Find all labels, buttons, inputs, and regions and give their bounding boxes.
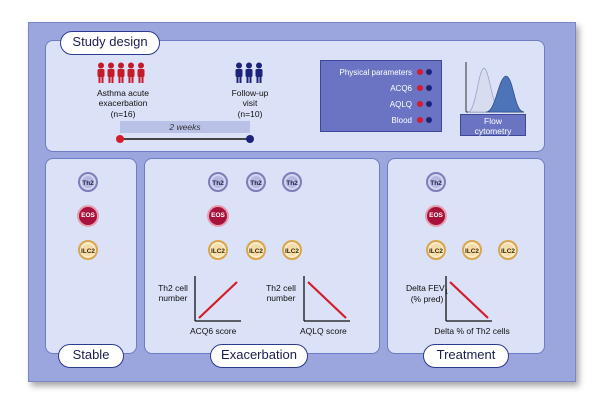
aqlq-navy-dot [426,101,432,107]
exacerbation-eos-cell: EOS [207,205,229,227]
timeline-start-dot [116,135,124,143]
group1-label-line2: exacerbation [98,98,148,108]
fev-correlation-plot [445,276,492,322]
treatment-ilc2-cell-3: ILC2 [498,240,518,260]
aqlq-plot-ylabel-line1: Th2 cell [266,283,296,293]
group2-n: (n=10) [237,109,263,119]
blood-navy-dot [426,117,432,123]
follow-up-group-icon [235,62,263,83]
timeline-interval-label: 2 weeks [169,122,201,132]
treatment-ilc2-cell-1: ILC2 [426,240,446,260]
exacerbation-ilc2-cell-3: ILC2 [282,240,302,260]
stable-th2-cell: Th2 [78,172,98,192]
flow-label-line1: Flow [484,116,502,126]
patient-group-icon [97,62,145,83]
aqlq-red-dot [417,101,423,107]
stable-label: Stable [58,344,124,368]
timeline-end-dot [246,135,254,143]
treatment-label: Treatment [423,344,509,368]
aqlq-correlation-plot [303,276,350,322]
acq-correlation-plot [194,276,241,322]
aqlq-negative-trend-line [307,281,347,319]
exacerbation-label: Exacerbation [210,344,308,368]
physical-navy-dot [426,69,432,75]
acq6-red-dot [417,85,423,91]
timeline-line [120,138,250,140]
treatment-ilc2-cell-2: ILC2 [462,240,482,260]
physical-red-dot [417,69,423,75]
group1-n: (n=16) [110,109,136,119]
flow-cytometry-label: Flow cytometry [460,114,526,136]
exacerbation-th2-cell-2: Th2 [246,172,266,192]
stable-eos-cell: EOS [77,205,99,227]
acq-positive-trend-line [198,281,238,319]
acq-plot-ylabel-line2: number [158,293,188,303]
treatment-th2-cell: Th2 [426,172,446,192]
exacerbation-ilc2-cell-2: ILC2 [246,240,266,260]
measurement-acq6: ACQ6 [390,84,412,93]
acq6-navy-dot [426,85,432,91]
fev-plot-xlabel: Delta % of Th2 cells [434,326,510,336]
exacerbation-th2-cell-1: Th2 [208,172,228,192]
fev-ylabel-text: Delta FEV [405,283,445,293]
measurement-physical-parameters: Physical parameters [339,68,412,77]
measurement-blood: Blood [391,116,412,125]
group2-label-line1: Follow-up [231,88,269,98]
exacerbation-ilc2-cell-1: ILC2 [208,240,228,260]
aqlq-plot-xlabel: AQLQ score [300,326,347,336]
acq-plot-xlabel: ACQ6 score [190,326,237,336]
group2-label-line2: visit [242,98,258,108]
exacerbation-th2-cell-3: Th2 [282,172,302,192]
study-design-title: Study design [60,31,160,55]
treatment-eos-cell: EOS [425,205,447,227]
timeline-band [120,121,250,133]
fev-plot-ylabel-line2: (% pred) [410,294,444,304]
blood-red-dot [417,117,423,123]
stable-ilc2-cell: ILC2 [78,240,98,260]
aqlq-plot-ylabel-line2: number [266,293,296,303]
flow-label-line2: cytometry [474,126,512,136]
fev-negative-trend-line [449,281,489,319]
measurement-aqlq: AQLQ [389,100,412,109]
acq-plot-ylabel-line1: Th2 cell [158,283,188,293]
group1-label-line1: Asthma acute [97,88,149,98]
flow-cytometry-histogram-icon [465,62,525,113]
